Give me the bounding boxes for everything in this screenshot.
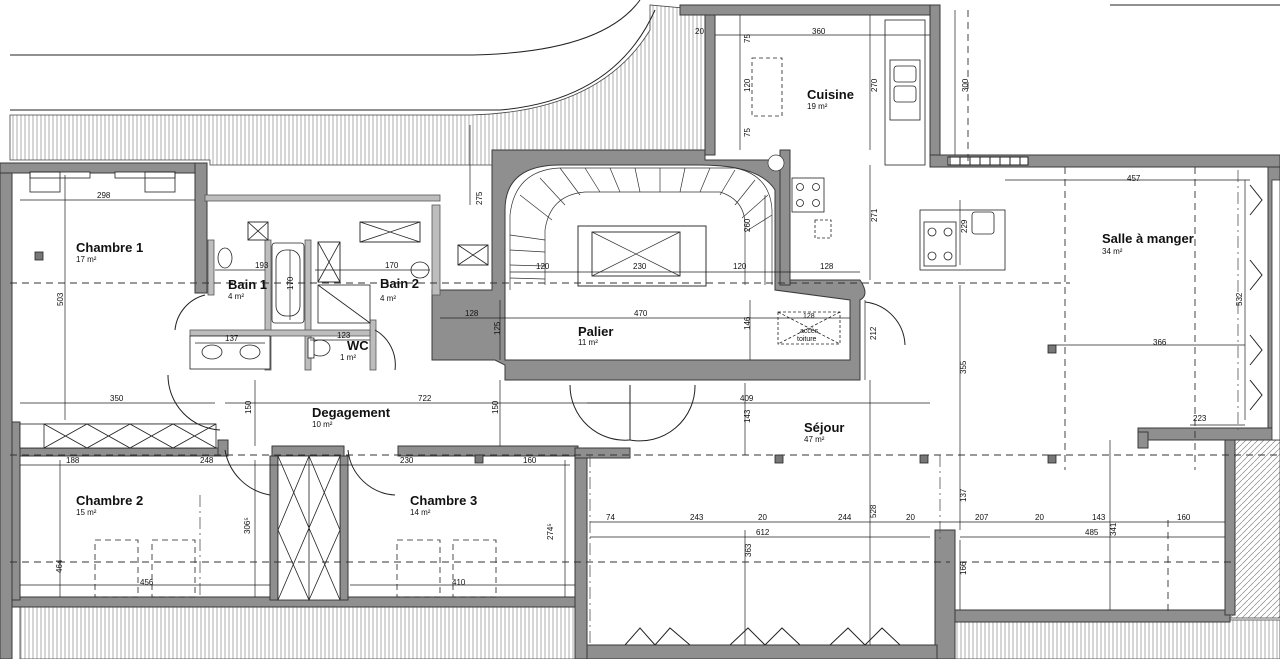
cuisine-name: Cuisine [807,87,854,102]
dim-360: 360 [812,27,826,36]
dimension-lines [20,10,1250,645]
fixtures [19,19,1280,601]
dim-464: 464 [55,559,64,573]
dim-137: 137 [225,334,239,343]
dim-612: 612 [756,528,770,537]
dim-244: 244 [838,513,852,522]
chambre2-area: 15 m² [76,508,97,517]
dim-470: 470 [634,309,648,318]
dim-350: 350 [110,394,124,403]
dim-166: 166 [959,561,968,575]
salle-name: Salle à manger [1102,231,1194,246]
chambre1-area: 17 m² [76,255,97,264]
degagement-area: 10 m² [312,420,333,429]
room-labels: Chambre 1 17 m² Bain 1 4 m² Bain 2 4 m² … [76,87,1194,517]
dim-75-b: 75 [743,128,752,137]
salle-area: 34 m² [1102,247,1123,256]
dim-409: 409 [740,394,754,403]
dim-410: 410 [452,578,466,587]
dim-230-a: 230 [400,456,414,465]
dim-160-a: 160 [523,456,537,465]
dim-229: 229 [960,219,969,233]
dim-457: 457 [1127,174,1141,183]
dim-212: 212 [869,326,878,340]
dim-355: 355 [959,360,968,374]
dim-248: 248 [200,456,214,465]
bain2-area: 4 m² [380,294,396,303]
acces-label-2: toiture [797,336,817,343]
dim-143-a: 143 [743,409,752,423]
chambre1-name: Chambre 1 [76,240,143,255]
chambre3-area: 14 m² [410,508,431,517]
dim-170-v: 170 [286,276,295,290]
stairs [509,154,785,290]
dim-503: 503 [56,292,65,306]
palier-area: 11 m² [578,338,598,347]
cuisine-area: 19 m² [807,102,828,111]
dim-230-b: 230 [633,262,647,271]
dim-137-v: 137 [959,488,968,502]
dim-260: 260 [743,218,752,232]
dim-143-b: 143 [1092,513,1106,522]
dim-150-b: 150 [491,400,500,414]
dim-20-c: 20 [906,513,915,522]
dim-123: 123 [337,331,351,340]
dim-271: 271 [870,208,879,222]
dim-207: 207 [975,513,989,522]
acces-dim: 128 [803,313,815,320]
dim-128-b: 128 [465,309,479,318]
wc-name: WC [347,338,369,353]
dim-275: 275 [475,191,484,205]
dim-722: 722 [418,394,432,403]
dim-528: 528 [869,504,878,518]
dim-20-b: 20 [758,513,767,522]
dim-300: 300 [961,78,970,92]
dim-75-a: 75 [743,34,752,43]
dim-188: 188 [66,456,80,465]
dim-223: 223 [1193,414,1207,423]
degagement-name: Degagement [312,405,391,420]
dim-170: 170 [385,261,399,270]
dim-193: 193 [255,261,269,270]
dim-341: 341 [1109,522,1118,536]
sejour-area: 47 m² [804,435,825,444]
dim-20-a: 20 [695,27,704,36]
dim-120-v: 120 [743,78,752,92]
bain2-name: Bain 2 [380,276,419,291]
bain1-area: 4 m² [228,292,244,301]
terrace-hatching [9,0,1280,659]
dim-20-d: 20 [1035,513,1044,522]
dim-366: 366 [1153,338,1167,347]
dim-125: 125 [493,321,502,335]
dim-160-b: 160 [1177,513,1191,522]
dim-150-a: 150 [244,400,253,414]
dim-243: 243 [690,513,704,522]
palier-name: Palier [578,324,613,339]
dim-274-5: 274⁵ [546,523,555,540]
chambre2-name: Chambre 2 [76,493,143,508]
dim-456: 456 [140,578,154,587]
dim-532: 532 [1235,292,1244,306]
reference-lines [10,10,1280,645]
sejour-name: Séjour [804,420,844,435]
dim-128-a: 128 [820,262,834,271]
dim-120-a: 120 [536,262,550,271]
dim-363: 363 [744,543,753,557]
dim-146: 146 [743,316,752,330]
doors [167,156,1263,646]
chambre3-name: Chambre 3 [410,493,477,508]
dim-485: 485 [1085,528,1099,537]
dim-298: 298 [97,191,111,200]
bain1-name: Bain 1 [228,277,267,292]
dim-306-5: 306⁵ [243,517,252,534]
dim-120-b: 120 [733,262,747,271]
acces-label-1: accès [800,328,819,335]
wc-area: 1 m² [340,353,356,362]
dim-270: 270 [870,78,879,92]
dim-74: 74 [606,513,615,522]
dimension-labels: 298 503 193 170 170 137 123 350 722 150 … [55,27,1244,587]
